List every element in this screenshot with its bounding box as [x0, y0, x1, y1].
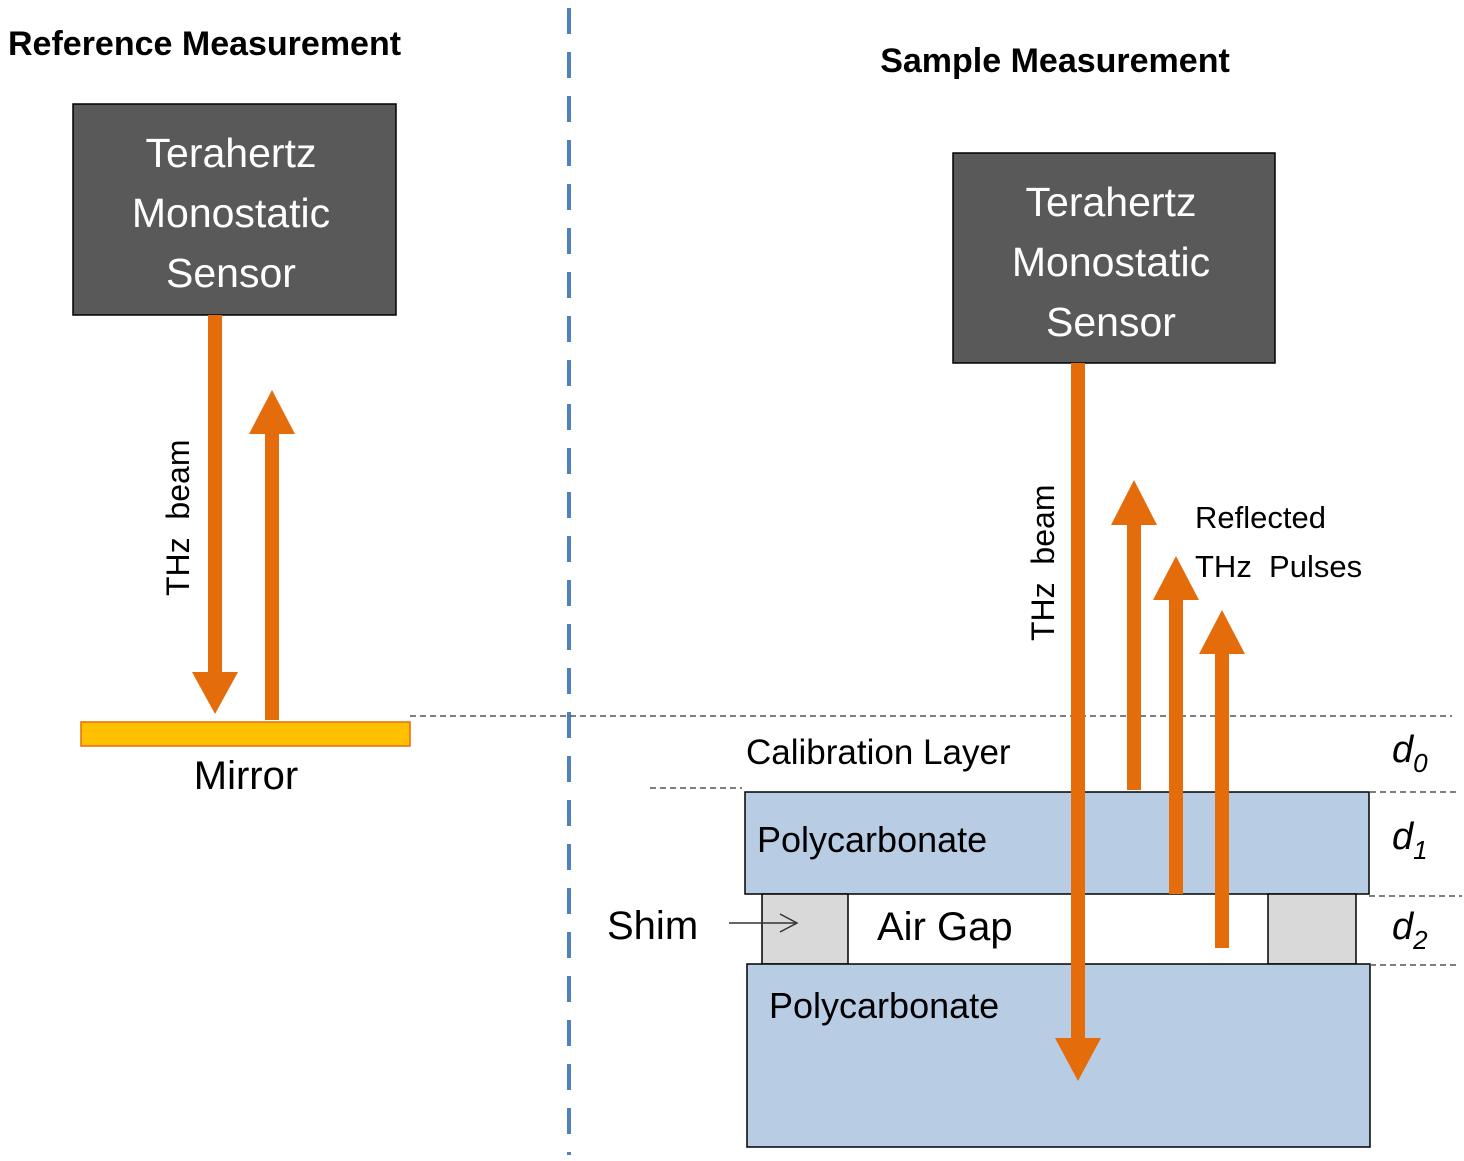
thickness-d2-subscript: 2 — [1412, 925, 1428, 955]
reflected-pulse-2 — [1153, 556, 1199, 894]
shim-pointer-arrow — [729, 913, 799, 933]
mirror-label: Mirror — [194, 754, 298, 798]
reflected-pulse-1-arrowhead — [1111, 480, 1157, 525]
reflected-pulse-2-arrowhead — [1153, 556, 1199, 600]
thickness-d2-symbol: d — [1392, 906, 1415, 948]
bottom-polycarbonate-label: Polycarbonate — [769, 985, 999, 1026]
sample-sensor-box — [952, 152, 1276, 364]
reference-reflected-beam — [249, 390, 295, 720]
sample-sensor-line-1: Terahertz — [1026, 179, 1197, 225]
thickness-d0-symbol: d — [1392, 729, 1415, 771]
thickness-d1-symbol: d — [1392, 816, 1415, 858]
reflected-pulse-3 — [1199, 610, 1245, 948]
sample-incident-arrowhead — [1055, 1038, 1101, 1081]
mirror — [80, 721, 411, 747]
reference-incident-beam — [192, 315, 238, 714]
reference-sensor-line-1: Terahertz — [146, 130, 317, 176]
reference-sensor-line-2: Monostatic — [132, 190, 330, 236]
bottom-polycarbonate-layer — [746, 963, 1371, 1148]
reference-title: Reference Measurement — [8, 25, 401, 63]
reference-sensor-box — [72, 103, 397, 316]
shim-label: Shim — [607, 904, 698, 948]
calibration-layer-label: Calibration Layer — [746, 733, 1011, 772]
thickness-label-d1: d1 — [1392, 816, 1428, 865]
reference-reflected-arrowhead — [249, 390, 295, 434]
sample-incident-beam — [1055, 363, 1101, 1081]
reference-beam-label: THz beam — [160, 440, 196, 596]
sample-sensor: Terahertz Monostatic Sensor — [952, 152, 1276, 364]
reflected-pulses-label-line-1: Reflected — [1195, 500, 1326, 535]
left-shim — [761, 893, 849, 965]
thickness-label-d0: d0 — [1392, 729, 1428, 778]
sample-title: Sample Measurement — [880, 42, 1230, 80]
top-polycarbonate-label: Polycarbonate — [757, 819, 987, 860]
air-gap-label: Air Gap — [877, 905, 1013, 949]
reflected-pulse-1 — [1111, 480, 1157, 790]
thickness-d1-subscript: 1 — [1413, 835, 1427, 865]
sample-sensor-line-3: Sensor — [1046, 299, 1176, 345]
sample-sensor-line-2: Monostatic — [1012, 239, 1210, 285]
top-polycarbonate-layer — [744, 791, 1370, 895]
reflected-pulse-3-arrowhead — [1199, 610, 1245, 654]
reference-sensor: Terahertz Monostatic Sensor — [72, 103, 397, 316]
right-shim — [1267, 893, 1357, 965]
shim-pointer-head — [779, 913, 799, 933]
reflected-pulses-label-line-2: THz Pulses — [1195, 549, 1362, 584]
reference-sensor-line-3: Sensor — [166, 250, 296, 296]
reference-incident-arrowhead — [192, 672, 238, 714]
sample-beam-label: THz beam — [1025, 485, 1061, 641]
thickness-d0-subscript: 0 — [1413, 748, 1428, 778]
thickness-label-d2: d2 — [1392, 906, 1428, 955]
